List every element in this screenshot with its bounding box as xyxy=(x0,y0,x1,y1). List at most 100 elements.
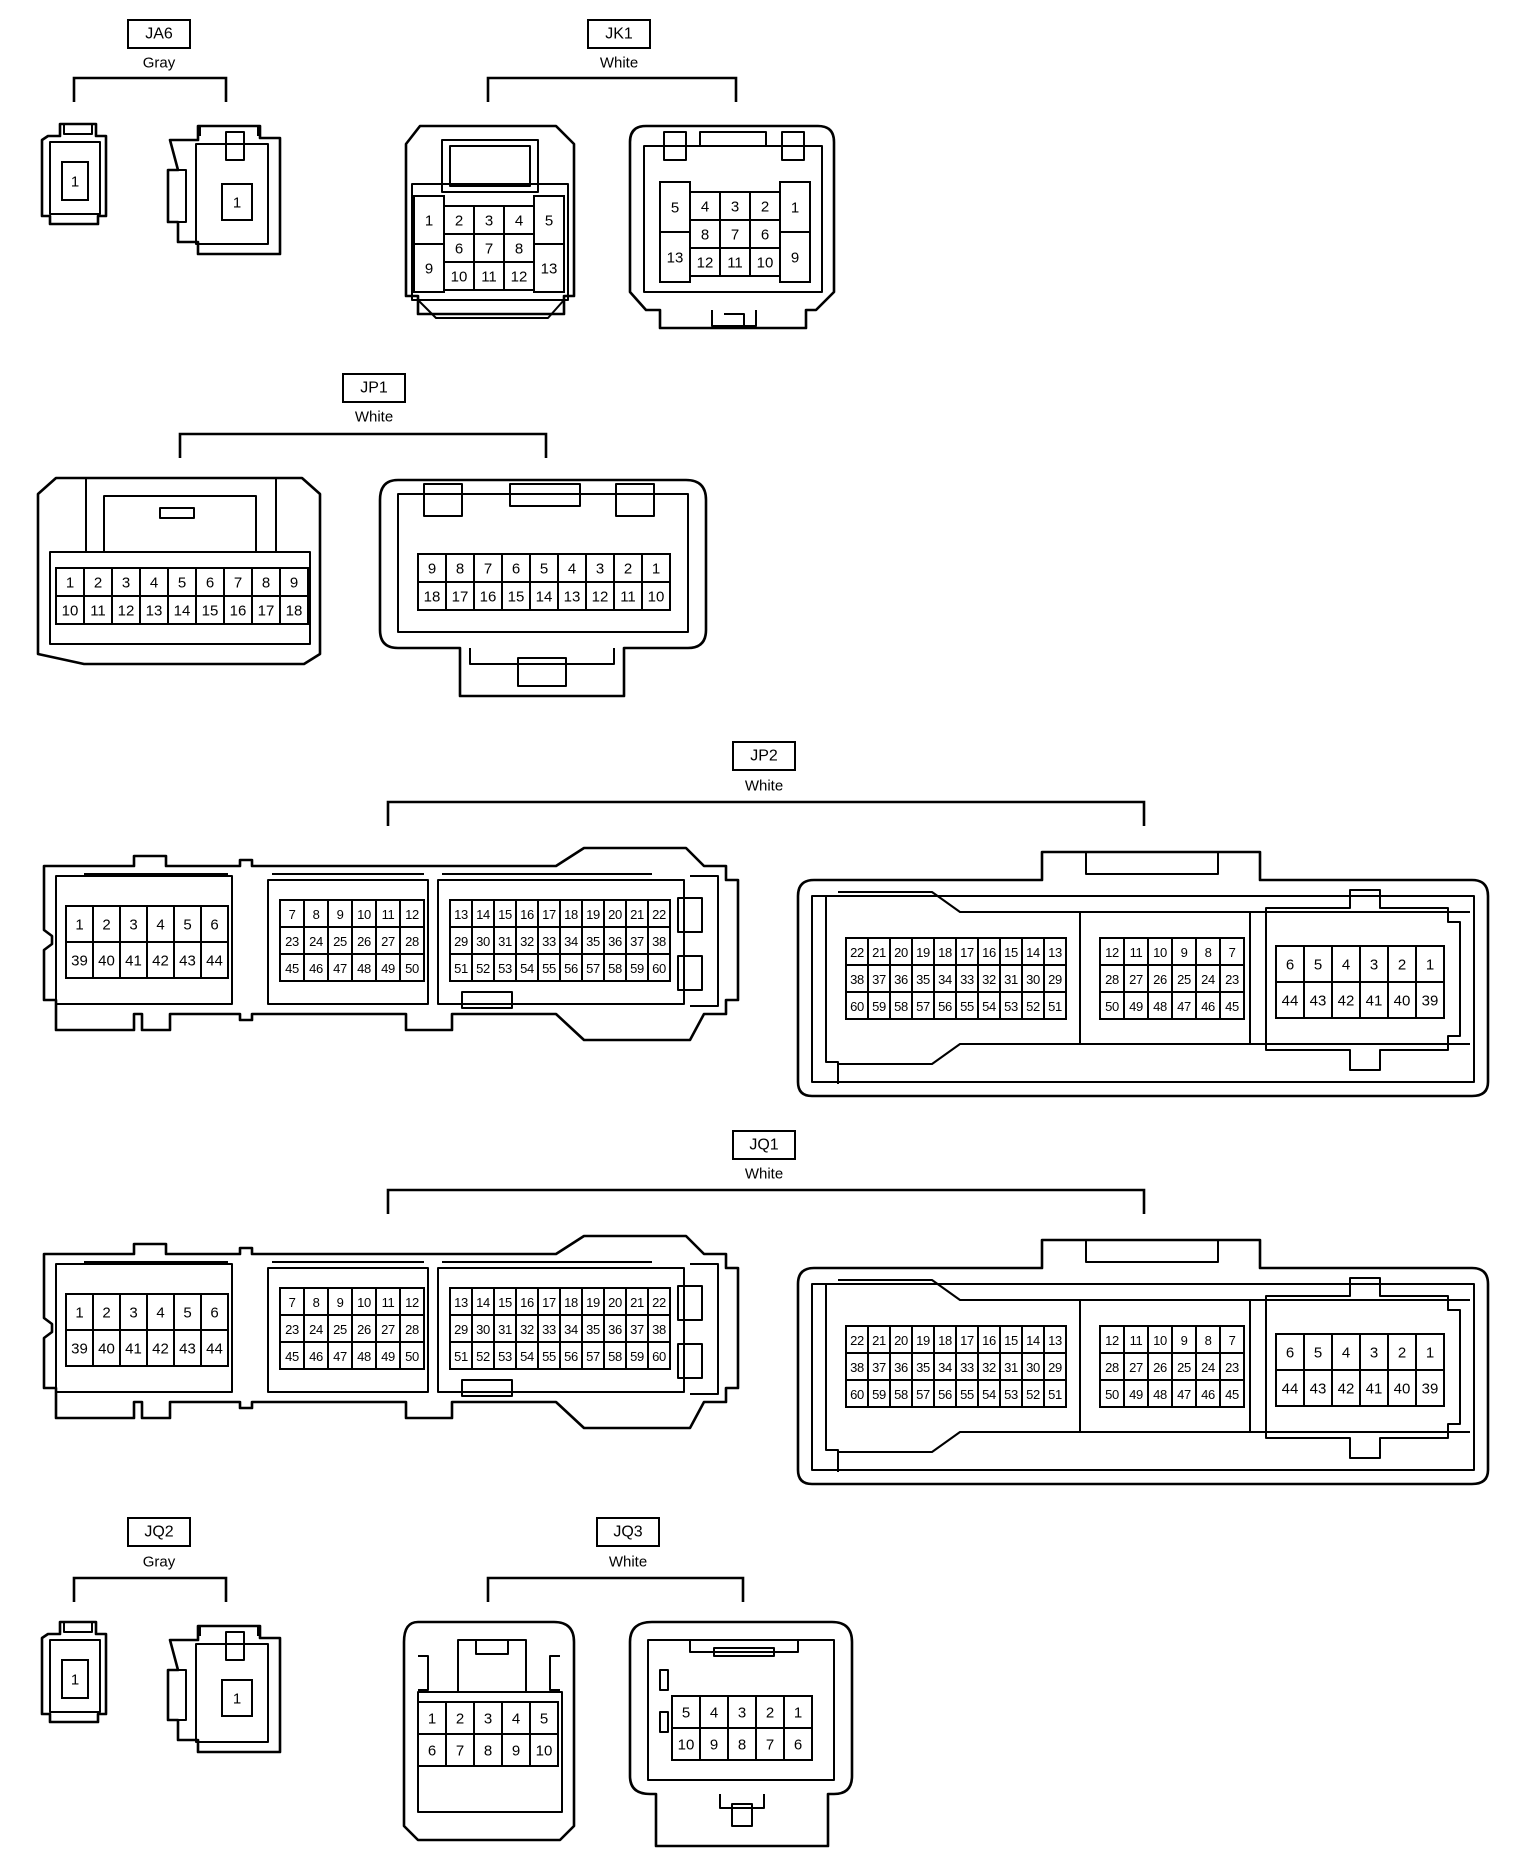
svg-text:48: 48 xyxy=(357,1349,371,1364)
svg-text:25: 25 xyxy=(333,1322,347,1337)
pin-23: 23 xyxy=(279,926,305,955)
pin-55: 55 xyxy=(955,991,979,1020)
pin-35: 35 xyxy=(581,1314,605,1343)
pin-6: 6 xyxy=(1275,945,1305,983)
pin-1: 1 xyxy=(61,161,89,201)
pin-21: 21 xyxy=(625,1287,649,1316)
svg-text:21: 21 xyxy=(630,907,644,922)
pin-22: 22 xyxy=(845,1325,869,1354)
pin-8: 8 xyxy=(727,1727,757,1761)
connector-jq3-male xyxy=(628,1620,854,1848)
pin-35: 35 xyxy=(911,1352,935,1381)
svg-text:5: 5 xyxy=(1314,1345,1322,1362)
svg-text:52: 52 xyxy=(476,1349,490,1364)
svg-text:28: 28 xyxy=(405,1322,419,1337)
svg-text:1: 1 xyxy=(1426,1345,1434,1362)
svg-text:42: 42 xyxy=(152,1341,169,1358)
svg-text:52: 52 xyxy=(1026,1387,1040,1402)
pin-14: 14 xyxy=(529,581,559,611)
svg-text:11: 11 xyxy=(1130,945,1143,960)
svg-text:38: 38 xyxy=(850,1360,864,1375)
svg-text:10: 10 xyxy=(451,269,468,286)
svg-text:46: 46 xyxy=(309,961,323,976)
svg-text:56: 56 xyxy=(564,1349,578,1364)
svg-text:8: 8 xyxy=(738,1737,746,1754)
pin-25: 25 xyxy=(1171,1352,1197,1381)
svg-text:55: 55 xyxy=(960,999,974,1014)
svg-text:16: 16 xyxy=(230,603,247,620)
svg-text:32: 32 xyxy=(982,1360,996,1375)
pin-10: 10 xyxy=(443,261,475,291)
svg-text:50: 50 xyxy=(405,1349,419,1364)
pin-6: 6 xyxy=(200,905,229,943)
connector-jk1-female xyxy=(404,124,576,319)
pin-39: 39 xyxy=(65,941,94,979)
pin-2: 2 xyxy=(92,1293,121,1331)
pin-44: 44 xyxy=(200,1329,229,1367)
svg-text:1: 1 xyxy=(233,195,241,212)
pin-1: 1 xyxy=(221,183,253,221)
svg-text:14: 14 xyxy=(1026,1333,1040,1348)
pin-58: 58 xyxy=(603,953,627,982)
svg-text:3: 3 xyxy=(596,561,604,578)
pin-grid-jk1-right-c: 19 xyxy=(779,181,811,283)
svg-text:52: 52 xyxy=(476,961,490,976)
pin-1: 1 xyxy=(413,195,445,245)
svg-text:57: 57 xyxy=(586,961,600,976)
pin-4: 4 xyxy=(689,191,721,221)
pin-6: 6 xyxy=(200,1293,229,1331)
pin-13: 13 xyxy=(533,243,565,293)
pin-52: 52 xyxy=(1021,1379,1045,1408)
svg-text:8: 8 xyxy=(1205,945,1212,960)
svg-text:47: 47 xyxy=(333,1349,347,1364)
svg-text:20: 20 xyxy=(608,907,622,922)
svg-text:2: 2 xyxy=(455,213,463,230)
pin-38: 38 xyxy=(647,926,671,955)
pin-40: 40 xyxy=(1387,1369,1417,1407)
svg-text:22: 22 xyxy=(850,945,864,960)
svg-text:2: 2 xyxy=(624,561,632,578)
pin-31: 31 xyxy=(493,1314,517,1343)
svg-text:11: 11 xyxy=(727,255,743,272)
pin-10: 10 xyxy=(749,247,781,277)
svg-text:13: 13 xyxy=(454,1295,468,1310)
pin-2: 2 xyxy=(445,1701,475,1735)
pin-13: 13 xyxy=(659,231,691,283)
pin-46: 46 xyxy=(1195,991,1221,1020)
svg-text:26: 26 xyxy=(1153,1360,1167,1375)
pin-2: 2 xyxy=(83,567,113,597)
pin-26: 26 xyxy=(1147,1352,1173,1381)
svg-text:3: 3 xyxy=(122,575,130,592)
pin-60: 60 xyxy=(647,953,671,982)
svg-text:1: 1 xyxy=(233,1691,241,1708)
pin-47: 47 xyxy=(1171,991,1197,1020)
pin-51: 51 xyxy=(449,1341,473,1370)
pin-16: 16 xyxy=(515,1287,539,1316)
pin-10: 10 xyxy=(641,581,671,611)
svg-text:6: 6 xyxy=(455,241,463,258)
pin-10: 10 xyxy=(351,899,377,928)
pin-7: 7 xyxy=(1219,937,1245,966)
pin-57: 57 xyxy=(911,991,935,1020)
svg-text:4: 4 xyxy=(710,1705,718,1722)
pin-12: 12 xyxy=(111,595,141,625)
pin-40: 40 xyxy=(92,1329,121,1367)
pin-42: 42 xyxy=(146,941,175,979)
svg-text:5: 5 xyxy=(540,1711,548,1728)
pin-15: 15 xyxy=(999,1325,1023,1354)
pin-23: 23 xyxy=(279,1314,305,1343)
svg-text:40: 40 xyxy=(1394,993,1411,1010)
svg-text:17: 17 xyxy=(542,907,556,922)
pin-19: 19 xyxy=(581,899,605,928)
pin-56: 56 xyxy=(933,1379,957,1408)
svg-text:44: 44 xyxy=(206,953,223,970)
pin-17: 17 xyxy=(251,595,281,625)
svg-text:50: 50 xyxy=(1105,999,1119,1014)
svg-text:15: 15 xyxy=(1004,945,1018,960)
svg-text:42: 42 xyxy=(152,953,169,970)
svg-text:44: 44 xyxy=(206,1341,223,1358)
